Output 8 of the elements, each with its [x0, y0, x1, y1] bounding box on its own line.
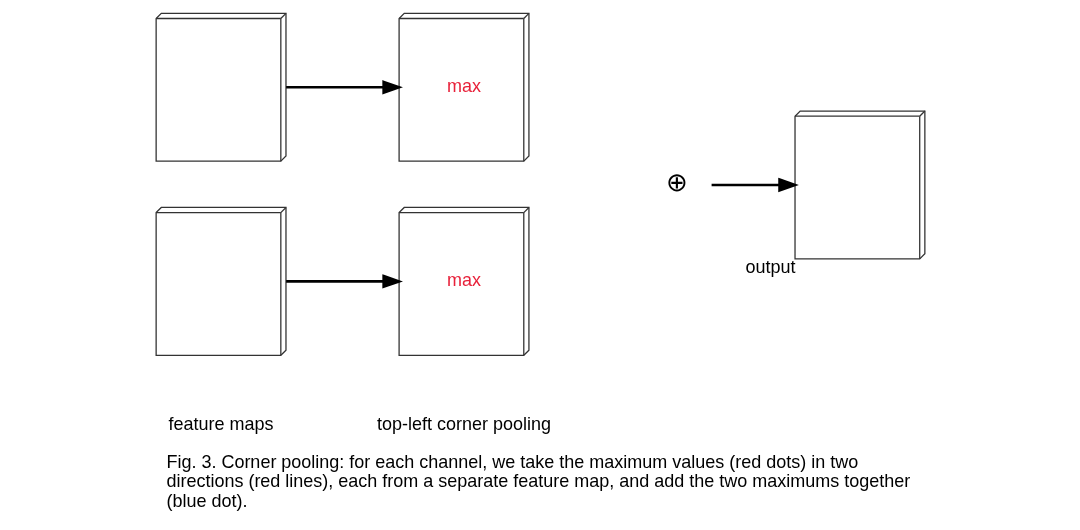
caption: Fig. 3. Corner pooling: for each channel, we take the maximum values (red dots) in two directions (red lines), each from a separate feature map, and add the two maximums together (blue dot).: [165, 452, 910, 511]
node-label: output: [745, 257, 796, 278]
arrow: [285, 80, 403, 95]
label: feature maps: [168, 414, 274, 435]
node-text: ⊕: [665, 168, 688, 197]
label: top-left corner pooling: [376, 414, 551, 435]
arrow: [285, 274, 403, 289]
arrow: [711, 177, 799, 193]
